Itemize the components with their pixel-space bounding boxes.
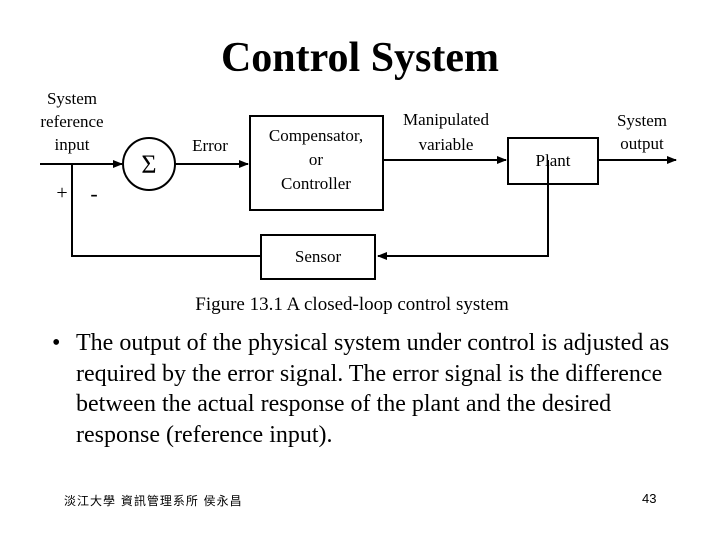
compensator-label-line2: or [309, 150, 324, 169]
figure-caption: Figure 13.1 A closed-loop control system [195, 294, 509, 315]
compensator-label-line1: Compensator, [269, 126, 363, 145]
plant-label: Plant [536, 151, 571, 170]
plus-sign: + [56, 182, 67, 204]
bullet-text: The output of the physical system under … [76, 330, 670, 448]
bullet-list: • The output of the physical system unde… [52, 328, 672, 450]
plant-block [507, 137, 599, 185]
minus-sign: - [90, 181, 97, 206]
page-number: 43 [642, 491, 657, 506]
bullet-marker: • [52, 330, 61, 356]
slide-title: Control System [220, 35, 500, 81]
input-label-line2: reference [40, 112, 103, 131]
output-label-line1: System [617, 111, 667, 130]
feedback-path-to-summer [71, 164, 261, 257]
output-label-line2: output [620, 134, 664, 153]
compensator-block [249, 115, 384, 211]
manipulated-label-line1: Manipulated [403, 110, 489, 129]
manipulated-label-line2: variable [419, 135, 474, 154]
summer-symbol: Σ [141, 150, 156, 179]
sensor-label: Sensor [295, 247, 342, 266]
compensator-label-line3: Controller [281, 174, 351, 193]
footer-department: 淡江大學 資訊管理系所 侯永昌 [64, 494, 243, 508]
feedback-path-to-sensor [377, 160, 549, 260]
closed-loop-diagram: System reference input Σ + - Error Compe… [40, 89, 677, 315]
error-label: Error [192, 136, 228, 155]
input-label-line3: input [55, 135, 90, 154]
input-label-line1: System [47, 89, 97, 108]
